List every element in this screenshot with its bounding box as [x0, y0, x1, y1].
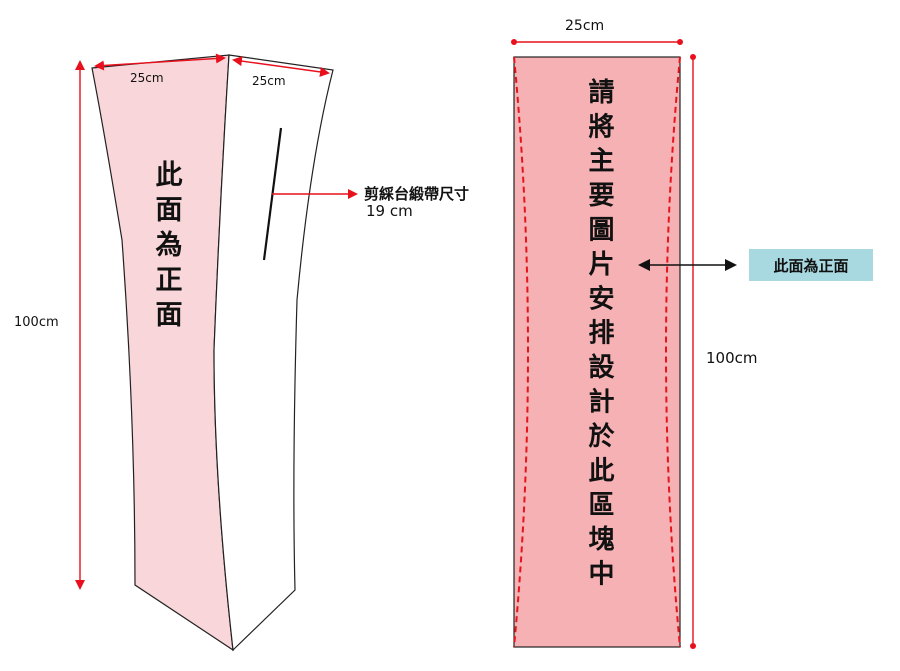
right-width-label: 25cm	[565, 18, 604, 34]
right-height-label: 100cm	[706, 349, 758, 367]
front-width-label: 25cm	[130, 71, 164, 85]
side-face	[213, 54, 334, 652]
side-width-label: 25cm	[252, 74, 286, 88]
front-face-text: 此面為正面	[151, 160, 183, 335]
left-height-label: 100cm	[14, 315, 59, 330]
right-height-dot-bottom	[690, 643, 696, 649]
slit-label-title: 剪綵台緞帶尺寸	[364, 185, 469, 203]
side-width-arrow	[232, 56, 330, 77]
right-width-dot-left	[511, 39, 517, 45]
slit-label-size: 19 cm	[366, 202, 413, 220]
front-tag-label: 此面為正面	[773, 257, 848, 275]
front-tag-box	[749, 249, 873, 281]
cut-line-right	[665, 56, 681, 648]
front-width-arrow	[94, 53, 226, 71]
cut-line-left	[513, 56, 529, 648]
right-width-dot-right	[677, 39, 683, 45]
design-area-text: 請將主要圖片安排設計於此區塊中	[584, 77, 614, 594]
stand-3d-figure	[91, 54, 334, 652]
right-height-dot-top	[690, 54, 696, 60]
front-face	[91, 54, 234, 652]
panel-outline	[513, 56, 681, 648]
